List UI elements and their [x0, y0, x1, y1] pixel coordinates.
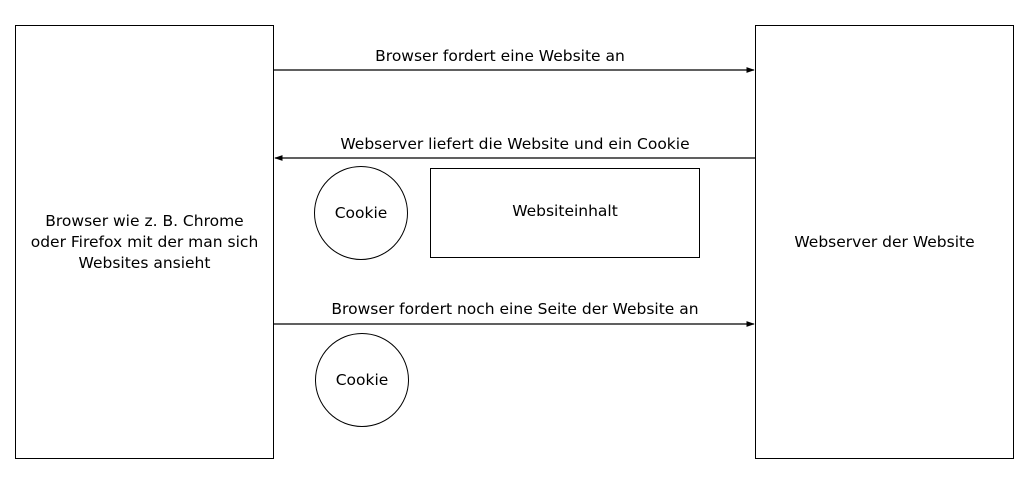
cookie-label: Cookie	[334, 204, 388, 222]
browser-box-label: Browser wie z. B. Chrome oder Firefox mi…	[30, 211, 259, 272]
browser-box: Browser wie z. B. Chrome oder Firefox mi…	[15, 25, 274, 459]
server-box: Webserver der Website	[755, 25, 1014, 459]
request-label-1: Browser fordert eine Website an	[375, 47, 625, 65]
server-box-label: Webserver der Website	[794, 232, 975, 251]
cookie-circle-request: Cookie	[315, 333, 409, 427]
cookie-circle-response: Cookie	[314, 166, 408, 260]
request-label-2: Browser fordert noch eine Seite der Webs…	[331, 300, 699, 318]
response-label: Webserver liefert die Website und ein Co…	[340, 135, 690, 153]
website-content-label: Websiteinhalt	[512, 202, 618, 220]
cookie-label: Cookie	[335, 371, 389, 389]
website-content-box: Websiteinhalt	[430, 168, 700, 258]
